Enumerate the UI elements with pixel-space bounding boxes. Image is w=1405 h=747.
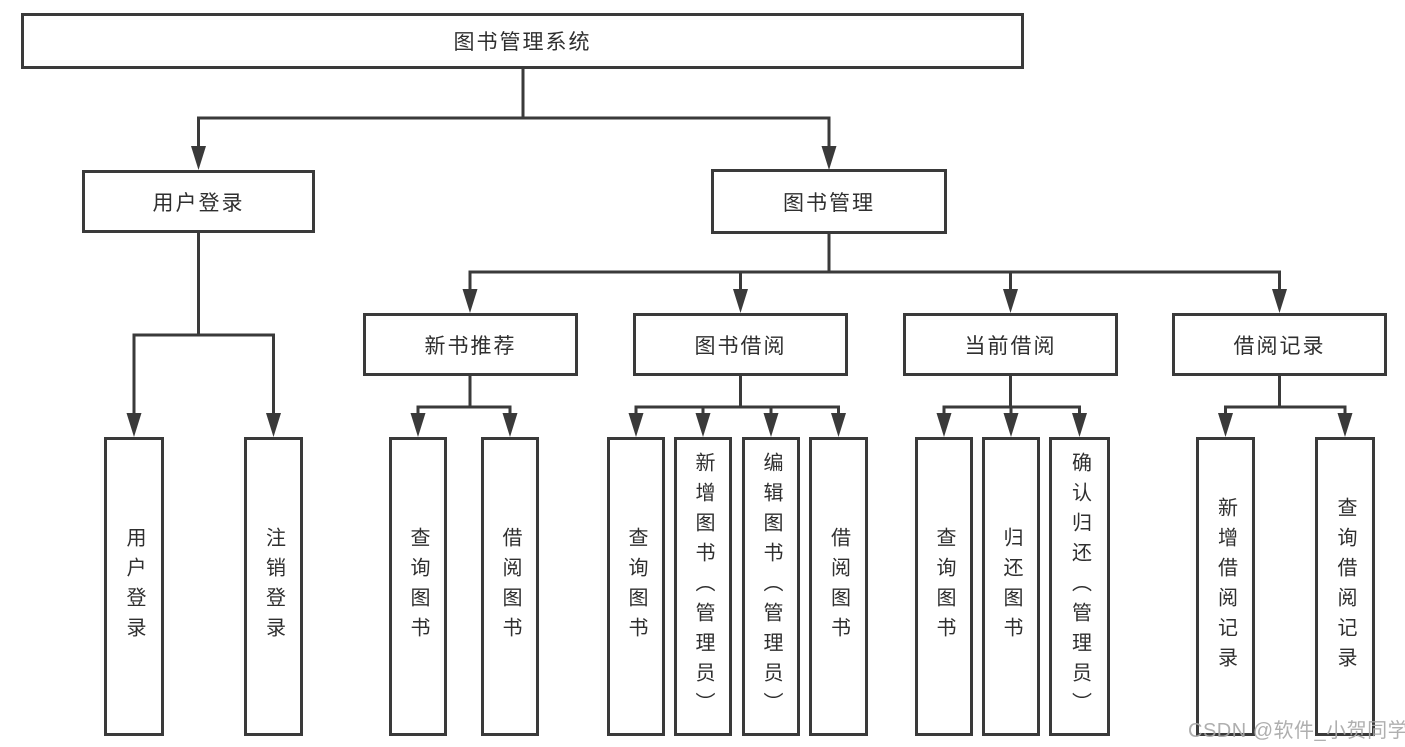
node-current-borrowing: 当前借阅 [903,313,1118,376]
leaf-add-book-admin: 新增图书（管理员） [674,437,732,736]
node-user-login: 用户登录 [82,170,315,233]
leaf-confirm-return-admin: 确认归还（管理员） [1049,437,1110,736]
node-borrowing-records: 借阅记录 [1172,313,1387,376]
leaf-query-books-current: 查询图书 [915,437,973,736]
node-book-borrowing: 图书借阅 [633,313,848,376]
leaf-user-login: 用户登录 [104,437,164,736]
leaf-return-book: 归还图书 [982,437,1040,736]
leaf-add-borrow-record: 新增借阅记录 [1196,437,1255,736]
node-root-library-management-system: 图书管理系统 [21,13,1024,69]
leaf-edit-book-admin: 编辑图书（管理员） [742,437,800,736]
arrow-down-icons [126,146,1353,437]
node-new-book-recommendation: 新书推荐 [363,313,578,376]
leaf-query-books-recommend: 查询图书 [389,437,447,736]
leaf-borrow-books-recommend: 借阅图书 [481,437,539,736]
leaf-query-borrow-record: 查询借阅记录 [1315,437,1375,736]
leaf-query-books-borrow: 查询图书 [607,437,665,736]
leaf-borrow-books: 借阅图书 [809,437,868,736]
leaf-logout: 注销登录 [244,437,303,736]
node-book-management: 图书管理 [711,169,947,234]
csdn-watermark: CSDN @软件_小贺同学 [1188,720,1405,742]
